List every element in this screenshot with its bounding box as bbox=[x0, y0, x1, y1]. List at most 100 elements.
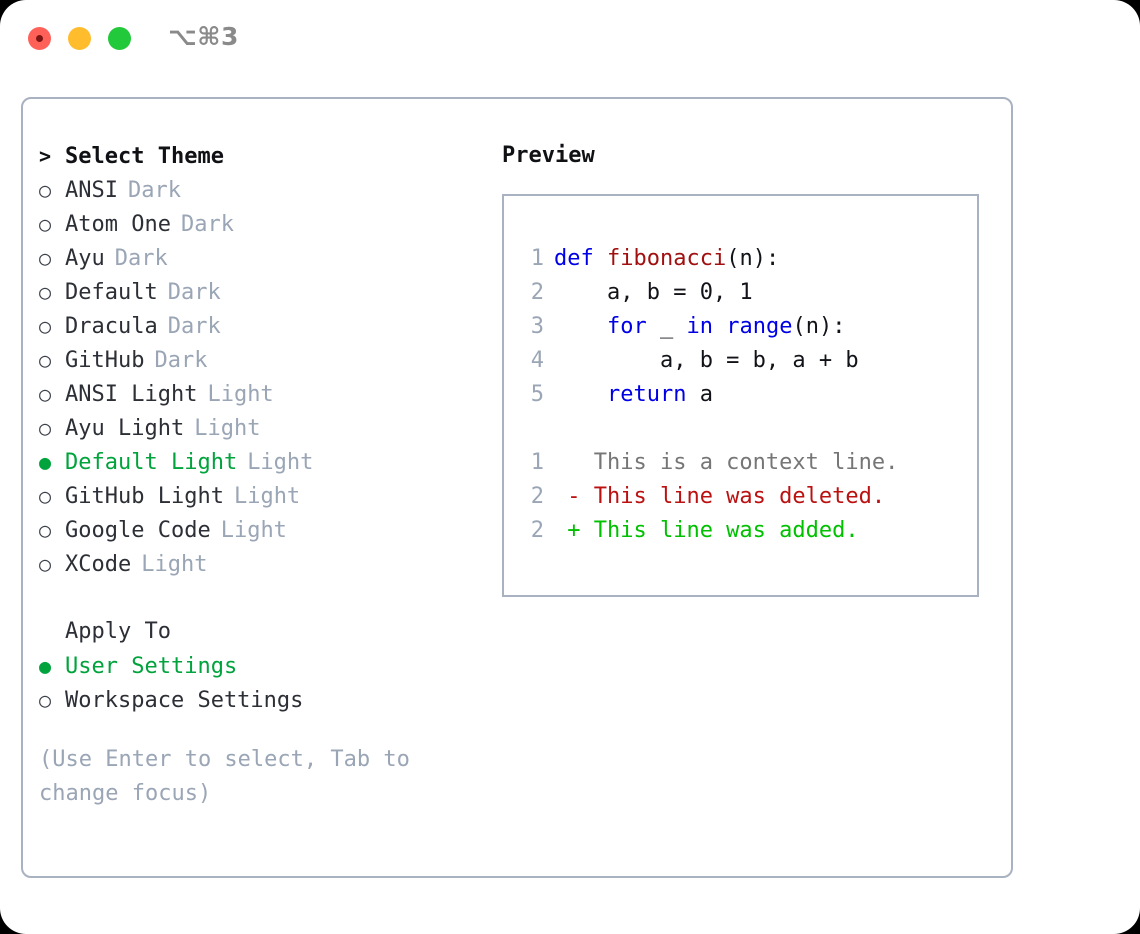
theme-list-item[interactable]: ● Default Light Light bbox=[39, 445, 489, 479]
apply-to-option[interactable]: ○ Workspace Settings bbox=[39, 683, 489, 717]
keyboard-hint: (Use Enter to select, Tab to change focu… bbox=[39, 747, 410, 806]
zoom-button[interactable] bbox=[108, 27, 131, 50]
theme-name: Google Code bbox=[65, 518, 211, 543]
line-number: 2 bbox=[530, 518, 544, 543]
theme-list-item[interactable]: ○ Default Dark bbox=[39, 275, 489, 309]
code-token bbox=[554, 382, 607, 407]
radio-unselected-icon: ○ bbox=[39, 382, 52, 406]
radio-unselected-icon: ○ bbox=[39, 552, 52, 576]
code-token: _ bbox=[646, 314, 687, 339]
code-token: (n): bbox=[792, 314, 846, 339]
theme-category-tag: Dark bbox=[114, 246, 168, 271]
code-token: a, b = 0, 1 bbox=[554, 280, 753, 305]
line-number: 3 bbox=[530, 314, 544, 339]
code-token: return bbox=[606, 382, 687, 407]
diff-line: 1 This is a context line. bbox=[504, 446, 977, 480]
radio-unselected-icon: ○ bbox=[39, 314, 52, 338]
theme-category-tag: Dark bbox=[127, 178, 181, 203]
theme-category-tag: Light bbox=[141, 552, 208, 577]
code-token: for bbox=[606, 314, 647, 339]
theme-category-tag: Light bbox=[207, 382, 274, 407]
line-number: 2 bbox=[530, 484, 544, 509]
preview-title: Preview bbox=[502, 143, 595, 168]
line-number: 1 bbox=[530, 246, 544, 271]
title-bar: ⌥⌘3 bbox=[0, 0, 1140, 78]
line-number: 1 bbox=[530, 450, 544, 475]
theme-category-tag: Light bbox=[247, 450, 314, 475]
select-theme-title: Select Theme bbox=[65, 144, 224, 169]
theme-list-item[interactable]: ○ XCode Light bbox=[39, 547, 489, 581]
radio-unselected-icon: ○ bbox=[39, 688, 52, 712]
theme-category-tag: Light bbox=[220, 518, 287, 543]
code-line: 1 def fibonacci(n): bbox=[504, 242, 977, 276]
theme-name: GitHub bbox=[65, 348, 145, 373]
line-number: 4 bbox=[530, 348, 544, 373]
radio-unselected-icon: ○ bbox=[39, 518, 52, 542]
radio-unselected-icon: ○ bbox=[39, 212, 52, 236]
radio-unselected-icon: ○ bbox=[39, 348, 52, 372]
radio-unselected-icon: ○ bbox=[39, 280, 52, 304]
theme-category-tag: Light bbox=[194, 416, 261, 441]
theme-name: GitHub Light bbox=[65, 484, 224, 509]
line-number: 2 bbox=[530, 280, 544, 305]
code-token: def bbox=[554, 246, 607, 271]
theme-name: Default bbox=[65, 280, 158, 305]
code-token bbox=[554, 314, 607, 339]
diff-text: + This line was added. bbox=[554, 518, 859, 543]
theme-category-tag: Dark bbox=[167, 280, 221, 305]
apply-to-list: ●User Settings ○ Workspace Settings bbox=[39, 649, 489, 717]
apply-to-label: Workspace Settings bbox=[65, 688, 304, 713]
code-token: a bbox=[686, 382, 713, 407]
theme-name: Ayu Light bbox=[65, 416, 185, 441]
theme-list-item[interactable]: ○ Ayu Light Light bbox=[39, 411, 489, 445]
theme-list-item[interactable]: ○ Dracula Dark bbox=[39, 309, 489, 343]
theme-name: ANSI bbox=[65, 178, 118, 203]
diff-line: 2 + This line was added. bbox=[504, 514, 977, 548]
radio-selected-icon: ● bbox=[39, 450, 52, 474]
list-spacer bbox=[39, 581, 489, 615]
diff-text: This is a context line. bbox=[554, 450, 899, 475]
keyboard-shortcut-label: ⌥⌘3 bbox=[168, 22, 239, 51]
code-token: (n): bbox=[726, 246, 780, 271]
diff-sample: 1 This is a context line.2 - This line w… bbox=[504, 446, 977, 548]
radio-unselected-icon: ○ bbox=[39, 246, 52, 270]
prompt-caret-icon: > bbox=[39, 144, 52, 168]
code-line: 4 a, b = b, a + b bbox=[504, 344, 977, 378]
code-token: fibonacci bbox=[606, 246, 727, 271]
theme-name: Dracula bbox=[65, 314, 158, 339]
code-line: 3 for _ in range(n): bbox=[504, 310, 977, 344]
theme-name: Atom One bbox=[65, 212, 171, 237]
theme-list-item[interactable]: ○ Google Code Light bbox=[39, 513, 489, 547]
theme-category-tag: Dark bbox=[167, 314, 221, 339]
apply-to-option[interactable]: ●User Settings bbox=[39, 649, 489, 683]
code-token: in bbox=[686, 314, 713, 339]
theme-name: Default Light bbox=[65, 450, 238, 475]
theme-list-item[interactable]: ○ GitHub Dark bbox=[39, 343, 489, 377]
radio-unselected-icon: ○ bbox=[39, 416, 52, 440]
code-token bbox=[713, 314, 726, 339]
select-theme-header: > Select Theme bbox=[39, 139, 489, 173]
apply-to-header: Apply To bbox=[65, 619, 171, 644]
radio-unselected-icon: ○ bbox=[39, 178, 52, 202]
theme-category-tag: Dark bbox=[180, 212, 234, 237]
line-number: 5 bbox=[530, 382, 544, 407]
code-line: 2 a, b = 0, 1 bbox=[504, 276, 977, 310]
diff-line: 2 - This line was deleted. bbox=[504, 480, 977, 514]
theme-list-item[interactable]: ○ ANSI Dark bbox=[39, 173, 489, 207]
diff-text: - This line was deleted. bbox=[554, 484, 886, 509]
theme-list-item[interactable]: ○ Atom One Dark bbox=[39, 207, 489, 241]
code-diff-separator bbox=[504, 412, 977, 446]
theme-category-tag: Dark bbox=[154, 348, 208, 373]
close-button[interactable] bbox=[28, 27, 51, 50]
radio-selected-icon: ● bbox=[39, 654, 52, 678]
theme-name: XCode bbox=[65, 552, 132, 577]
minimize-button[interactable] bbox=[68, 27, 91, 50]
